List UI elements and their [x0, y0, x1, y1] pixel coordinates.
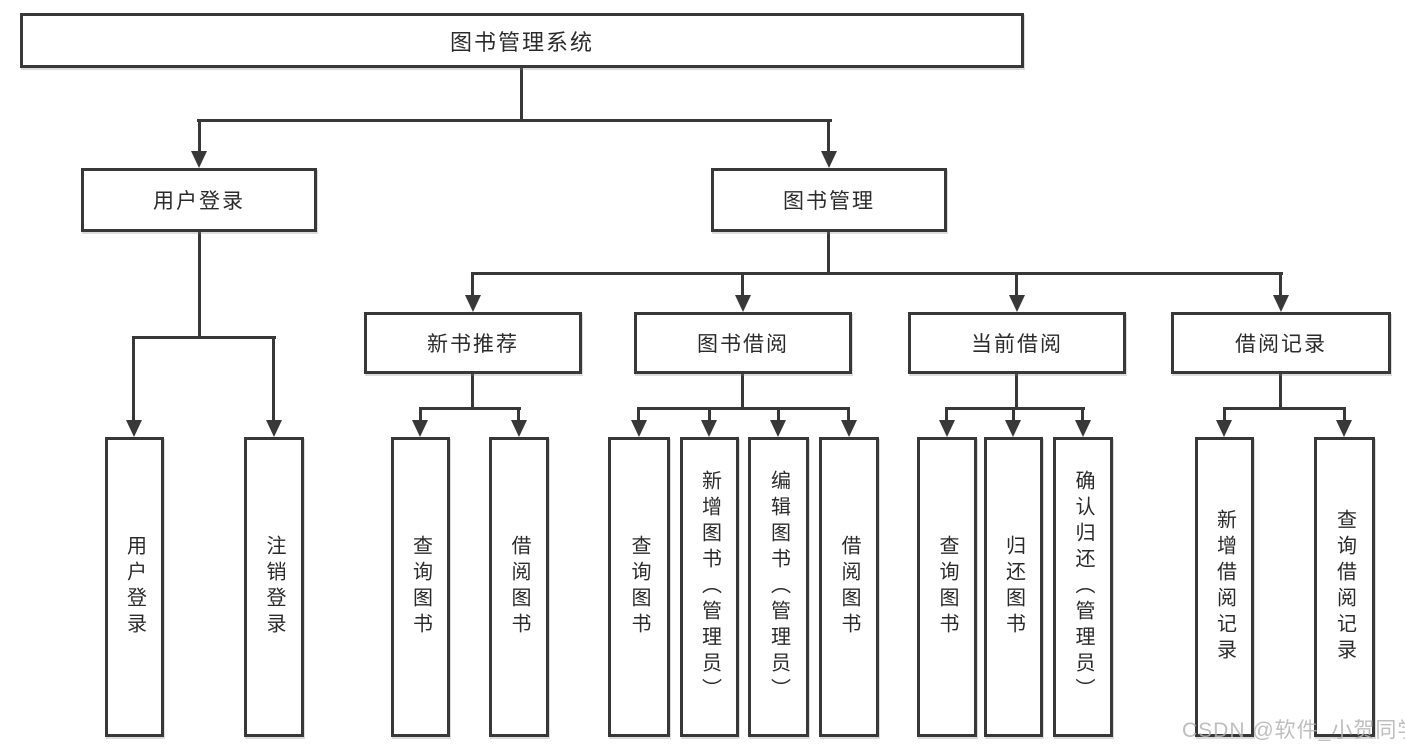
arrow-down-icon [841, 420, 857, 437]
leaf-confirm-return-admin: 确认归还（管理员） [1053, 437, 1113, 737]
connector-line [517, 407, 520, 422]
arrow-down-icon [465, 295, 481, 312]
arrow-down-icon [1273, 295, 1289, 312]
connector-line [471, 272, 474, 297]
arrow-down-icon [191, 151, 207, 168]
node-label: 借阅图书 [508, 535, 530, 639]
arrow-down-icon [266, 420, 282, 437]
node-label: 图书管理 [783, 190, 875, 213]
arrow-down-icon [412, 420, 428, 437]
node-user-login: 用户登录 [81, 168, 317, 232]
connector-line [827, 119, 830, 153]
node-label: 确认归还（管理员） [1072, 470, 1094, 704]
node-label: 注销登录 [263, 535, 285, 639]
arrow-down-icon [1075, 420, 1091, 437]
arrow-down-icon [770, 420, 786, 437]
node-label: 用户登录 [123, 535, 146, 639]
node-book-borrowing: 图书借阅 [634, 312, 852, 374]
leaf-edit-books-admin: 编辑图书（管理员） [748, 437, 809, 737]
connector-line [741, 272, 744, 297]
connector-line [1223, 407, 1346, 410]
leaf-query-borrow-record: 查询借阅记录 [1314, 437, 1375, 737]
connector-line [945, 407, 948, 422]
node-label: 编辑图书（管理员） [767, 470, 790, 704]
node-current-borrowing: 当前借阅 [908, 312, 1126, 374]
leaf-add-borrow-record: 新增借阅记录 [1195, 437, 1254, 737]
node-library-system: 图书管理系统 [20, 13, 1024, 68]
arrow-down-icon [1005, 420, 1021, 437]
connector-line [1081, 407, 1084, 422]
connector-line [132, 336, 135, 422]
node-book-management: 图书管理 [711, 168, 947, 232]
connector-line [945, 407, 1085, 410]
connector-line [471, 374, 474, 410]
leaf-query-books-current: 查询图书 [917, 437, 977, 737]
connector-line [198, 232, 201, 339]
connector-line [132, 336, 276, 339]
leaf-query-books-recommend: 查询图书 [391, 437, 450, 737]
arrow-down-icon [126, 420, 142, 437]
arrow-down-icon [939, 420, 955, 437]
connector-line [272, 336, 275, 422]
connector-line [777, 407, 780, 422]
connector-line [520, 68, 523, 121]
connector-line [1015, 272, 1018, 297]
leaf-borrow-books-recommend: 借阅图书 [489, 437, 549, 737]
connector-line [637, 407, 640, 422]
node-label: 新增借阅记录 [1213, 509, 1236, 665]
node-label: 图书管理系统 [449, 29, 594, 55]
connector-line [419, 407, 422, 422]
node-label: 查询图书 [936, 535, 958, 639]
leaf-logout: 注销登录 [244, 437, 304, 737]
connector-line [1279, 374, 1282, 410]
leaf-return-books: 归还图书 [984, 437, 1043, 737]
node-label: 查询借阅记录 [1333, 509, 1356, 665]
arrow-down-icon [1216, 420, 1232, 437]
leaf-query-books-borrowing: 查询图书 [608, 437, 670, 737]
node-label: 借阅记录 [1235, 333, 1327, 356]
node-label: 新书推荐 [427, 333, 519, 356]
connector-line [1015, 374, 1018, 410]
node-label: 新增图书（管理员） [698, 470, 721, 704]
node-label: 借阅图书 [838, 535, 860, 639]
node-label: 归还图书 [1002, 535, 1025, 639]
node-label: 查询图书 [628, 535, 650, 639]
connector-line [847, 407, 850, 422]
arrow-down-icon [701, 420, 717, 437]
leaf-user-login: 用户登录 [105, 437, 164, 737]
connector-line [741, 374, 744, 410]
node-label: 用户登录 [153, 190, 245, 213]
node-label: 图书借阅 [697, 333, 789, 356]
connector-line [198, 119, 201, 153]
node-label: 当前借阅 [971, 333, 1063, 356]
connector-line [1279, 272, 1282, 297]
connector-line [471, 272, 1283, 275]
arrow-down-icon [1336, 420, 1352, 437]
leaf-add-books-admin: 新增图书（管理员） [680, 437, 739, 737]
arrow-down-icon [735, 295, 751, 312]
arrow-down-icon [511, 420, 527, 437]
connector-line [637, 407, 850, 410]
csdn-watermark: CSDN @软件_小贺同学 [1182, 719, 1405, 742]
arrow-down-icon [821, 151, 837, 168]
connector-line [827, 232, 830, 274]
leaf-borrow-books: 借阅图书 [819, 437, 879, 737]
connector-line [419, 407, 521, 410]
connector-line [1343, 407, 1346, 422]
arrow-down-icon [1009, 295, 1025, 312]
node-borrow-records: 借阅记录 [1171, 312, 1391, 374]
connector-line [1012, 407, 1015, 422]
node-label: 查询图书 [409, 535, 432, 639]
connector-line [1223, 407, 1226, 422]
arrow-down-icon [631, 420, 647, 437]
connector-line [708, 407, 711, 422]
node-new-book-recommend: 新书推荐 [364, 312, 582, 374]
connector-line [197, 119, 832, 122]
